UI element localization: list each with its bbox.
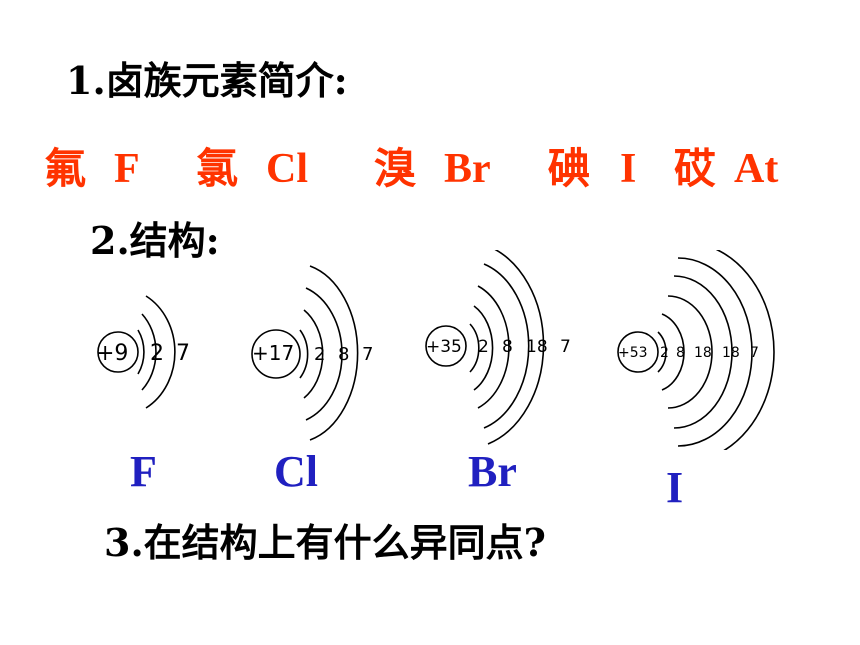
atom-cl-shell-count: 7 <box>362 344 373 365</box>
atom-i-shell-count: 8 <box>676 345 685 361</box>
atom-i-nucleus-charge: +53 <box>618 345 648 361</box>
atom-br-shell-count: 8 <box>502 337 513 357</box>
heading-structure: 2.结构: <box>90 218 220 263</box>
atom-cl-shell-arc <box>303 309 324 399</box>
atom-label-f: F <box>130 447 157 496</box>
atom-br-shell-count: 2 <box>478 337 489 357</box>
atom-br-nucleus-charge: +35 <box>426 337 462 357</box>
element-symbol-iodine: I <box>620 146 637 192</box>
atom-f-shell-arc <box>137 329 145 375</box>
atom-f-shell-count: 7 <box>176 341 190 366</box>
atom-br-shell-arc <box>469 323 480 373</box>
atom-br-nucleus-circle <box>425 325 467 367</box>
element-list: 氟 F 氯 Cl 溴 Br 碘 I 砹 At <box>44 148 804 198</box>
heading-intro: 1.卤族元素简介: <box>66 58 348 103</box>
atom-f-shell-arc <box>145 295 176 409</box>
element-symbol-fluorine: F <box>114 146 140 192</box>
atomic-structure-diagrams: +9 2 7 +17 2 8 7 +35 2 <box>96 250 775 450</box>
atom-label-br: Br <box>468 447 517 496</box>
atom-f-nucleus-charge: +9 <box>96 341 128 366</box>
element-symbol-chlorine: Cl <box>266 146 308 192</box>
atom-f-shell-count: 2 <box>150 341 164 366</box>
atom-i-shell-count: 7 <box>750 345 759 361</box>
atom-cl-shell-count: 8 <box>338 344 349 365</box>
atom-diagram-i: +53 2 8 18 18 7 <box>617 250 775 450</box>
atom-i-shell-arc <box>677 257 753 447</box>
atom-i-shell-arc <box>661 313 685 391</box>
atom-cl-shell-arc <box>309 265 359 441</box>
atom-br-shell-count: 7 <box>560 337 571 357</box>
element-han-iodine: 碘 <box>548 144 591 193</box>
atom-cl-nucleus-circle <box>251 329 301 379</box>
atom-f-nucleus-circle <box>97 331 139 373</box>
atom-i-shell-arc <box>657 331 667 373</box>
atom-br-shell-arc <box>477 285 510 409</box>
atom-i-shell-count: 2 <box>660 345 669 361</box>
atom-cl-shell-arc <box>299 329 309 379</box>
atom-cl-shell-arc <box>305 287 343 421</box>
element-han-astatine: 砹 <box>674 144 717 193</box>
element-han-fluorine: 氟 <box>44 144 87 193</box>
atom-cl-nucleus-charge: +17 <box>252 341 294 365</box>
atom-i-shell-arc <box>673 275 733 429</box>
atom-i-shell-count: 18 <box>722 345 740 361</box>
atom-br-shell-arc <box>487 250 545 445</box>
atom-i-shell-arc <box>667 295 713 409</box>
element-han-bromine: 溴 <box>374 144 417 193</box>
heading-question: 3.在结构上有什么异同点? <box>104 520 546 565</box>
atom-i-shell-count: 18 <box>694 345 712 361</box>
element-symbol-bromine: Br <box>444 146 491 192</box>
element-han-chlorine: 氯 <box>196 144 239 193</box>
atom-label-i: I <box>666 463 684 512</box>
element-symbol-astatine: At <box>734 146 779 192</box>
atom-br-shell-arc <box>473 305 494 391</box>
atom-diagram-cl: +17 2 8 7 <box>251 265 373 441</box>
atom-f-shell-arc <box>141 313 157 391</box>
atom-br-shell-count: 18 <box>526 337 548 357</box>
atom-diagram-f: +9 2 7 <box>96 295 190 409</box>
atom-i-shell-arc <box>715 250 775 450</box>
atom-label-cl: Cl <box>274 447 318 496</box>
atom-i-nucleus-circle <box>617 331 659 373</box>
atom-br-shell-arc <box>483 263 530 429</box>
atom-cl-shell-count: 2 <box>314 344 325 365</box>
atom-diagram-br: +35 2 8 18 7 <box>425 250 571 445</box>
